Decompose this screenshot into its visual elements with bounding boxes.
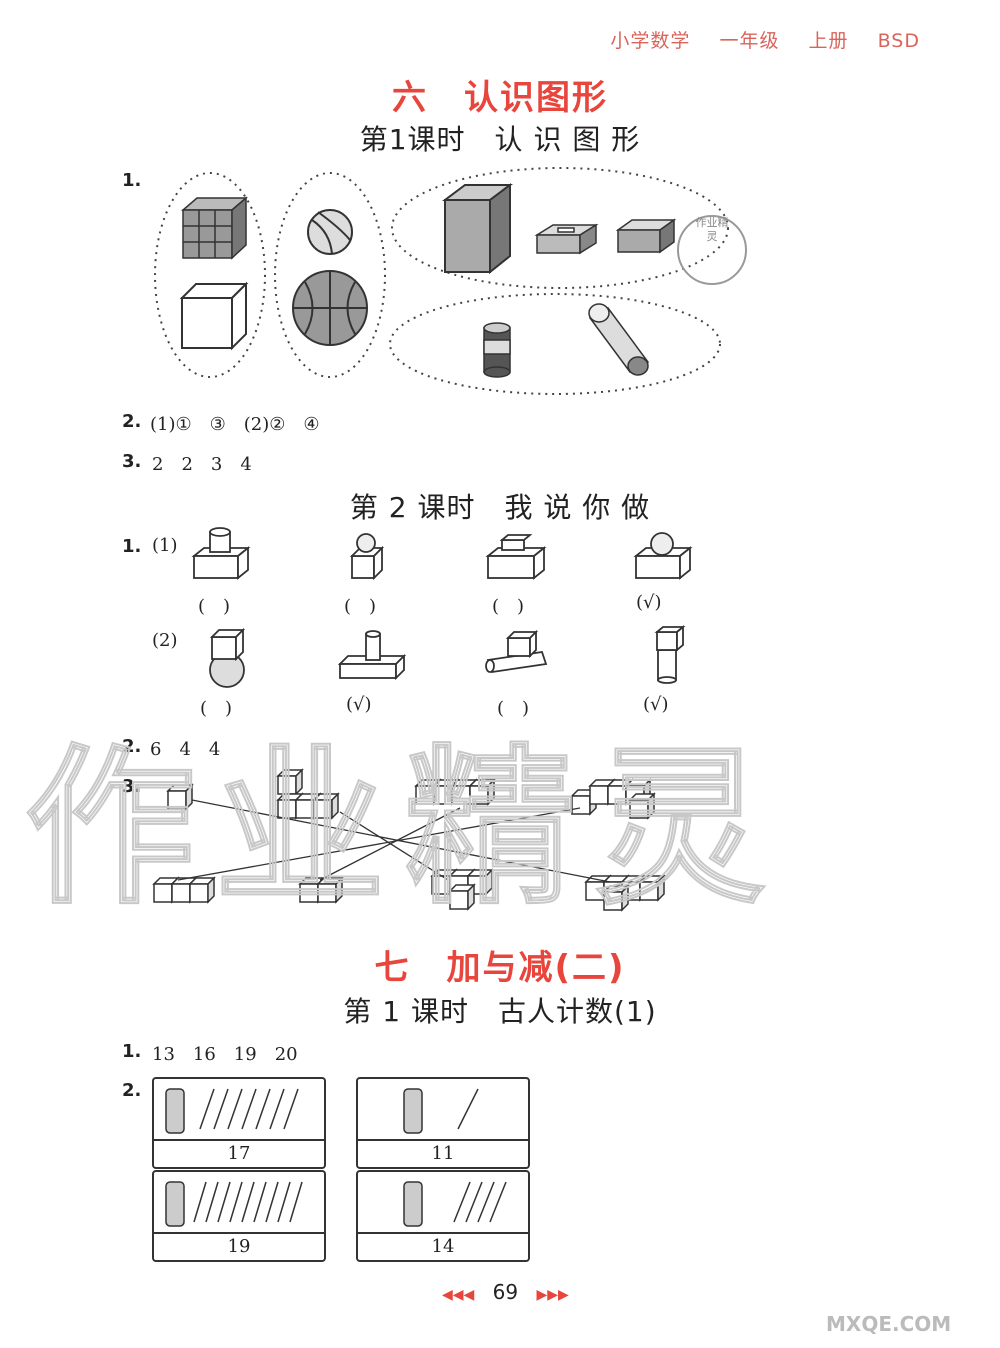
answer-row2-4: (√) — [643, 694, 669, 715]
answer-row1-4: (√) — [636, 592, 662, 613]
l2-q2-answer: 6 4 4 — [150, 739, 221, 760]
q2-answer: (1)① ③ (2)② ④ — [150, 414, 320, 435]
stick-bundle-icon — [403, 1088, 479, 1134]
cuboid-tall-icon — [442, 183, 513, 275]
stick-bundle-icon — [403, 1181, 507, 1227]
page-header: 小学数学 一年级 上册 BSD — [588, 26, 920, 53]
watermark-text: 作业精灵 — [24, 729, 786, 929]
next-arrows-icon: ▶▶▶ — [536, 1287, 569, 1303]
can-icon — [483, 322, 511, 378]
l7-q1-answer: 13 16 19 20 — [152, 1044, 298, 1065]
stick-box-3: 19 — [152, 1170, 326, 1262]
stick-box-1: 17 — [152, 1077, 326, 1169]
header-subject: 小学数学 — [610, 30, 691, 52]
lesson6-2-title: 第 2 课时 我 说 你 做 — [349, 491, 651, 524]
basketball-icon — [292, 270, 368, 346]
cylinder-rod-icon — [588, 303, 650, 376]
brick-icon — [615, 218, 677, 254]
site-watermark: MXQE.COM — [826, 1312, 952, 1336]
answer-row1-1: ( ) — [198, 596, 231, 617]
stick-bundle-icon — [165, 1181, 303, 1227]
answer-row1-2: ( ) — [344, 596, 377, 617]
q3-number: 3. — [122, 451, 142, 472]
answer-row2-1: ( ) — [200, 698, 233, 719]
l2-q1-part1-label: (1) — [152, 535, 178, 556]
l2-q1-number: 1. — [122, 536, 142, 557]
lesson7-1-title: 第 1 课时 古人计数(1) — [343, 995, 657, 1028]
stick-bundle-icon — [165, 1088, 299, 1134]
stamp-text: 作业精灵 — [695, 216, 729, 243]
stick-box-4-value: 14 — [358, 1232, 528, 1260]
l2-q3-number: 3. — [122, 776, 142, 797]
header-edition: BSD — [877, 30, 920, 52]
q3-answer: 2 2 3 4 — [152, 454, 252, 475]
lesson6-1-title: 第1课时 认 识 图 形 — [359, 123, 641, 156]
stick-box-1-value: 17 — [154, 1139, 324, 1167]
stick-box-3-value: 19 — [154, 1232, 324, 1260]
l2-q1-part2-label: (2) — [152, 630, 178, 651]
unit7-title: 七 加与减(二) — [374, 948, 626, 988]
tissue-box-icon — [534, 223, 599, 255]
page-footer: ◀◀◀ 69 ▶▶▶ — [442, 1280, 569, 1304]
prev-arrows-icon: ◀◀◀ — [442, 1287, 475, 1303]
page-number: 69 — [492, 1280, 519, 1304]
answer-row2-3: ( ) — [497, 698, 530, 719]
answer-row1-3: ( ) — [492, 596, 525, 617]
answer-row2-2: (√) — [346, 694, 372, 715]
cube-icon — [179, 281, 249, 351]
stick-box-4: 14 — [356, 1170, 530, 1262]
l7-q2-number: 2. — [122, 1080, 142, 1101]
q1-number: 1. — [122, 170, 142, 191]
stamp-icon — [677, 215, 747, 285]
beach-ball-icon — [307, 209, 353, 255]
q2-number: 2. — [122, 411, 142, 432]
rubik-cube-icon — [180, 196, 249, 260]
header-volume: 上册 — [808, 30, 849, 52]
header-grade: 一年级 — [719, 30, 780, 52]
stick-box-2: 11 — [356, 1077, 530, 1169]
l7-q1-number: 1. — [122, 1041, 142, 1062]
unit6-title: 六 认识图形 — [392, 78, 608, 118]
l2-q2-number: 2. — [122, 736, 142, 757]
stick-box-2-value: 11 — [358, 1139, 528, 1167]
